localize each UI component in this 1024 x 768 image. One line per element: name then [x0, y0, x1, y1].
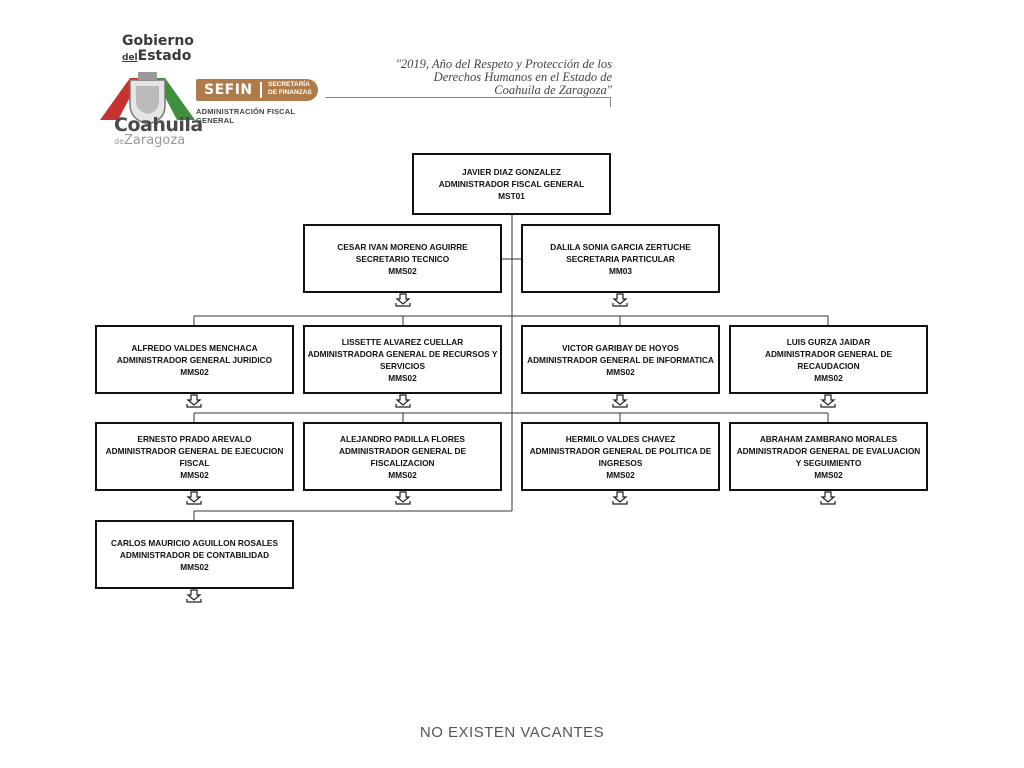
- sefin-divider: [260, 82, 262, 98]
- node-position: ADMINISTRADOR GENERAL DE EVALUACION Y SE…: [736, 445, 921, 468]
- node-position: SECRETARIO TECNICO: [355, 253, 450, 264]
- node-code: MMS02: [606, 366, 635, 377]
- coahuila-wordmark: Coahuila: [114, 114, 203, 136]
- expand-subordinates-icon[interactable]: [612, 394, 628, 408]
- expand-subordinates-icon[interactable]: [186, 491, 202, 505]
- node-code: MMS02: [180, 469, 209, 480]
- org-node-staff-1[interactable]: CESAR IVAN MORENO AGUIRRE SECRETARIO TEC…: [303, 224, 502, 293]
- expand-subordinates-icon[interactable]: [612, 293, 628, 307]
- org-node-row2-4[interactable]: ABRAHAM ZAMBRANO MORALES ADMINISTRADOR G…: [729, 422, 928, 491]
- motto-tick: [610, 97, 611, 107]
- government-logo: Gobierno delEstado Coahuila deZaragoza S…: [100, 34, 325, 149]
- org-node-row3-1[interactable]: CARLOS MAURICIO AGUILLON ROSALES ADMINIS…: [95, 520, 294, 589]
- node-code: MST01: [498, 191, 525, 201]
- node-position: ADMINISTRADOR GENERAL DE POLITICA DE ING…: [529, 445, 712, 468]
- expand-subordinates-icon[interactable]: [612, 491, 628, 505]
- node-name: JAVIER DIAZ GONZALEZ: [462, 167, 561, 177]
- node-code: MMS02: [814, 469, 843, 480]
- node-position: SECRETARIA PARTICULAR: [566, 253, 675, 264]
- node-code: MMS02: [180, 366, 209, 377]
- org-node-row1-4[interactable]: LUIS GURZA JAIDAR ADMINISTRADOR GENERAL …: [729, 325, 928, 394]
- vacancies-note: NO EXISTEN VACANTES: [419, 724, 605, 741]
- node-position: ADMINISTRADOR GENERAL JURIDICO: [116, 354, 273, 365]
- node-position: ADMINISTRADOR GENERAL DE INFORMATICA: [527, 354, 714, 365]
- node-name: ALEJANDRO PADILLA FLORES: [340, 433, 465, 444]
- org-node-row1-1[interactable]: ALFREDO VALDES MENCHACA ADMINISTRADOR GE…: [95, 325, 294, 394]
- sefin-badge: [196, 79, 318, 101]
- node-code: MM03: [608, 265, 633, 276]
- node-code: MMS02: [388, 265, 417, 276]
- node-name: CARLOS MAURICIO AGUILLON ROSALES: [110, 537, 278, 548]
- year-motto: "2019, Año del Respeto y Protección de l…: [395, 57, 612, 97]
- gobierno-wordmark: Gobierno delEstado: [122, 33, 194, 64]
- sefin-label: SEFIN: [204, 82, 253, 98]
- node-position: ADMINISTRADOR GENERAL DE RECAUDACION: [764, 348, 893, 371]
- node-position: ADMINISTRADOR GENERAL DE FISCALIZACION: [338, 445, 467, 468]
- expand-subordinates-icon[interactable]: [186, 589, 202, 603]
- org-node-row2-1[interactable]: ERNESTO PRADO AREVALO ADMINISTRADOR GENE…: [95, 422, 294, 491]
- node-position: ADMINISTRADORA GENERAL DE RECURSOS Y SER…: [307, 348, 498, 371]
- coat-of-arms-icon: [100, 72, 195, 125]
- motto-underline: [325, 97, 611, 98]
- expand-subordinates-icon[interactable]: [395, 491, 411, 505]
- expand-subordinates-icon[interactable]: [395, 293, 411, 307]
- org-node-row1-3[interactable]: VICTOR GARIBAY DE HOYOS ADMINISTRADOR GE…: [521, 325, 720, 394]
- node-name: LISSETTE ALVAREZ CUELLAR: [341, 336, 464, 347]
- node-name: VICTOR GARIBAY DE HOYOS: [562, 342, 679, 353]
- expand-subordinates-icon[interactable]: [186, 394, 202, 408]
- node-name: ALFREDO VALDES MENCHACA: [131, 342, 258, 353]
- zaragoza-wordmark: deZaragoza: [114, 133, 186, 148]
- node-name: DALILA SONIA GARCIA ZERTUCHE: [550, 241, 691, 252]
- node-position: ADMINISTRADOR DE CONTABILIDAD: [119, 549, 270, 560]
- org-node-row2-3[interactable]: HERMILO VALDES CHAVEZ ADMINISTRADOR GENE…: [521, 422, 720, 491]
- node-name: HERMILO VALDES CHAVEZ: [565, 433, 676, 444]
- node-code: MMS02: [388, 469, 417, 480]
- node-name: CESAR IVAN MORENO AGUIRRE: [337, 241, 468, 252]
- org-node-staff-2[interactable]: DALILA SONIA GARCIA ZERTUCHE SECRETARIA …: [521, 224, 720, 293]
- expand-subordinates-icon[interactable]: [820, 491, 836, 505]
- afg-label: ADMINISTRACIÓN FISCAL GENERAL: [196, 107, 296, 125]
- node-code: MMS02: [388, 372, 417, 383]
- node-position: ADMINISTRADOR FISCAL GENERAL: [438, 179, 585, 189]
- node-name: ABRAHAM ZAMBRANO MORALES: [759, 433, 898, 444]
- org-node-row2-2[interactable]: ALEJANDRO PADILLA FLORES ADMINISTRADOR G…: [303, 422, 502, 491]
- expand-subordinates-icon[interactable]: [820, 394, 836, 408]
- sefin-subtitle: SECRETARÍA DE FINANZAS: [268, 81, 312, 96]
- node-code: MMS02: [180, 561, 209, 572]
- node-name: LUIS GURZA JAIDAR: [786, 336, 871, 347]
- node-code: MMS02: [606, 469, 635, 480]
- node-name: ERNESTO PRADO AREVALO: [137, 433, 252, 444]
- node-code: MMS02: [814, 372, 843, 383]
- org-node-head[interactable]: JAVIER DIAZ GONZALEZ ADMINISTRADOR FISCA…: [412, 153, 611, 215]
- org-node-row1-2[interactable]: LISSETTE ALVAREZ CUELLAR ADMINISTRADORA …: [303, 325, 502, 394]
- expand-subordinates-icon[interactable]: [395, 394, 411, 408]
- node-position: ADMINISTRADOR GENERAL DE EJECUCION FISCA…: [105, 445, 284, 468]
